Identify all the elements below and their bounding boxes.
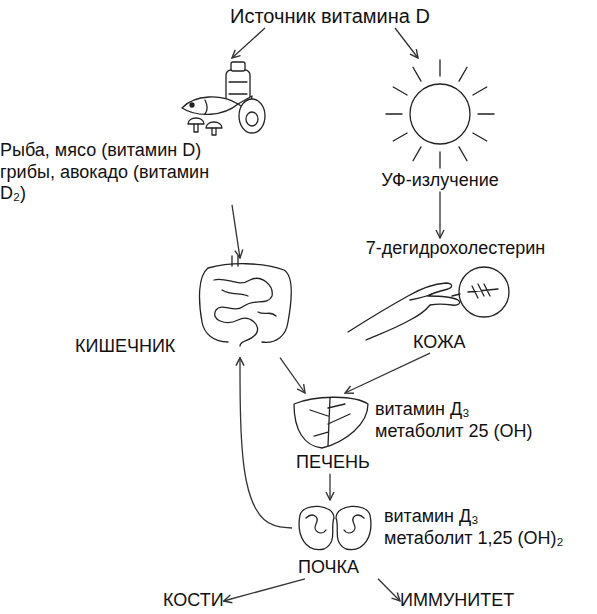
kidney-illustration-stroke: [306, 515, 364, 533]
node-caption: ПОЧКА: [298, 557, 574, 579]
flow-arrow: [345, 353, 430, 393]
kidney-organ: витамин Д₃ метаболит 1,25 (ОН)₂ ПОЧКА: [292, 500, 574, 579]
food-illustration-stroke: [206, 122, 222, 128]
skin-hand-illustration-stroke: [468, 284, 498, 298]
food-illustration-stroke: [182, 97, 238, 114]
flow-arrow: [280, 358, 305, 393]
kidney-illustration: [299, 506, 371, 549]
sun-rays-stroke: [478, 113, 494, 114]
food-illustration-stroke: [231, 62, 245, 71]
food-illustration-stroke: [188, 118, 204, 124]
kidney-illustration-stroke: [299, 506, 334, 549]
node-caption: ПЕЧЕНЬ: [296, 452, 525, 474]
immunity-target: ИММУНИТЕТ: [400, 590, 514, 612]
skin-organ: 7-дегидрохолестеринКОЖА: [318, 238, 593, 353]
flow-arrow: [232, 205, 240, 258]
intestine-illustration: [200, 256, 292, 346]
sun-rays-stroke: [386, 113, 402, 114]
flow-arrow: [240, 358, 292, 528]
liver-illustration-stroke: [294, 397, 368, 448]
sun-rays-stroke: [413, 147, 421, 161]
food-illustration-stroke: [190, 103, 194, 107]
intestine-illustration-stroke: [222, 290, 276, 316]
sun-rays-stroke: [459, 67, 467, 81]
sun-illustration-stroke: [410, 84, 470, 144]
food-source: Рыба, мясо (витамин D) грибы, авокадо (в…: [0, 58, 240, 205]
skin-hand-illustration-stroke: [459, 267, 509, 317]
node-label: 7-дегидрохолестерин: [318, 238, 593, 260]
food-illustration-stroke: [246, 112, 258, 126]
intestine-organ: КИШЕЧНИК: [75, 258, 295, 358]
liver-illustration-stroke: [310, 398, 350, 446]
node-label: КОСТИ: [163, 590, 224, 612]
node-label: ИММУНИТЕТ: [400, 590, 514, 612]
skin-hand-illustration: [348, 267, 509, 340]
food-illustration-stroke: [239, 99, 265, 133]
sun-rays-stroke: [439, 152, 440, 168]
sun-rays-stroke: [473, 133, 487, 141]
food-illustration-stroke: [194, 124, 198, 132]
intestine-illustration-stroke: [200, 264, 292, 343]
flow-arrow: [378, 579, 400, 601]
sun-rays-stroke: [473, 87, 487, 95]
node-label: КИШЕЧНИК: [75, 336, 295, 358]
sun-rays-stroke: [393, 133, 407, 141]
skin-hand-illustration-stroke: [348, 283, 460, 340]
node-label: УФ-излучение: [370, 170, 510, 192]
food-illustration-stroke: [212, 128, 216, 135]
flow-arrow: [395, 28, 418, 58]
flow-arrow: [329, 474, 330, 500]
node-label: Рыба, мясо (витамин D) грибы, авокадо (в…: [0, 140, 240, 205]
sun-rays-stroke: [413, 67, 421, 81]
source-heading: Источник витамина D: [200, 4, 460, 28]
node-label: витамин Д₃ метаболит 1,25 (ОН)₂: [384, 506, 570, 549]
sun-illustration: [386, 60, 494, 168]
uv-source: УФ-излучение: [370, 58, 510, 192]
node-label: витамин Д₃ метаболит 25 (ОН): [375, 399, 547, 442]
skin-hand-illustration-stroke: [452, 294, 460, 296]
node-label: Источник витамина D: [200, 4, 460, 28]
liver-organ: витамин Д₃ метаболит 25 (ОН)ПЕЧЕНЬ: [290, 393, 525, 474]
food-illustration-stroke: [205, 100, 207, 114]
food-illustration-stroke: [229, 82, 247, 94]
food-illustration: [182, 62, 265, 135]
kidney-illustration-stroke: [336, 506, 371, 549]
skin-hand-illustration-stroke: [410, 294, 432, 300]
sun-rays: [386, 60, 494, 168]
flow-arrow: [439, 192, 440, 238]
sun-rays-stroke: [459, 147, 467, 161]
bones-target: КОСТИ: [163, 590, 224, 612]
sun-rays-stroke: [439, 60, 440, 76]
flow-arrow: [224, 579, 305, 601]
flow-arrow: [232, 28, 265, 58]
intestine-illustration-stroke: [214, 278, 272, 346]
node-caption: КОЖА: [413, 332, 593, 354]
liver-illustration: [294, 397, 368, 448]
sun-rays-stroke: [393, 87, 407, 95]
